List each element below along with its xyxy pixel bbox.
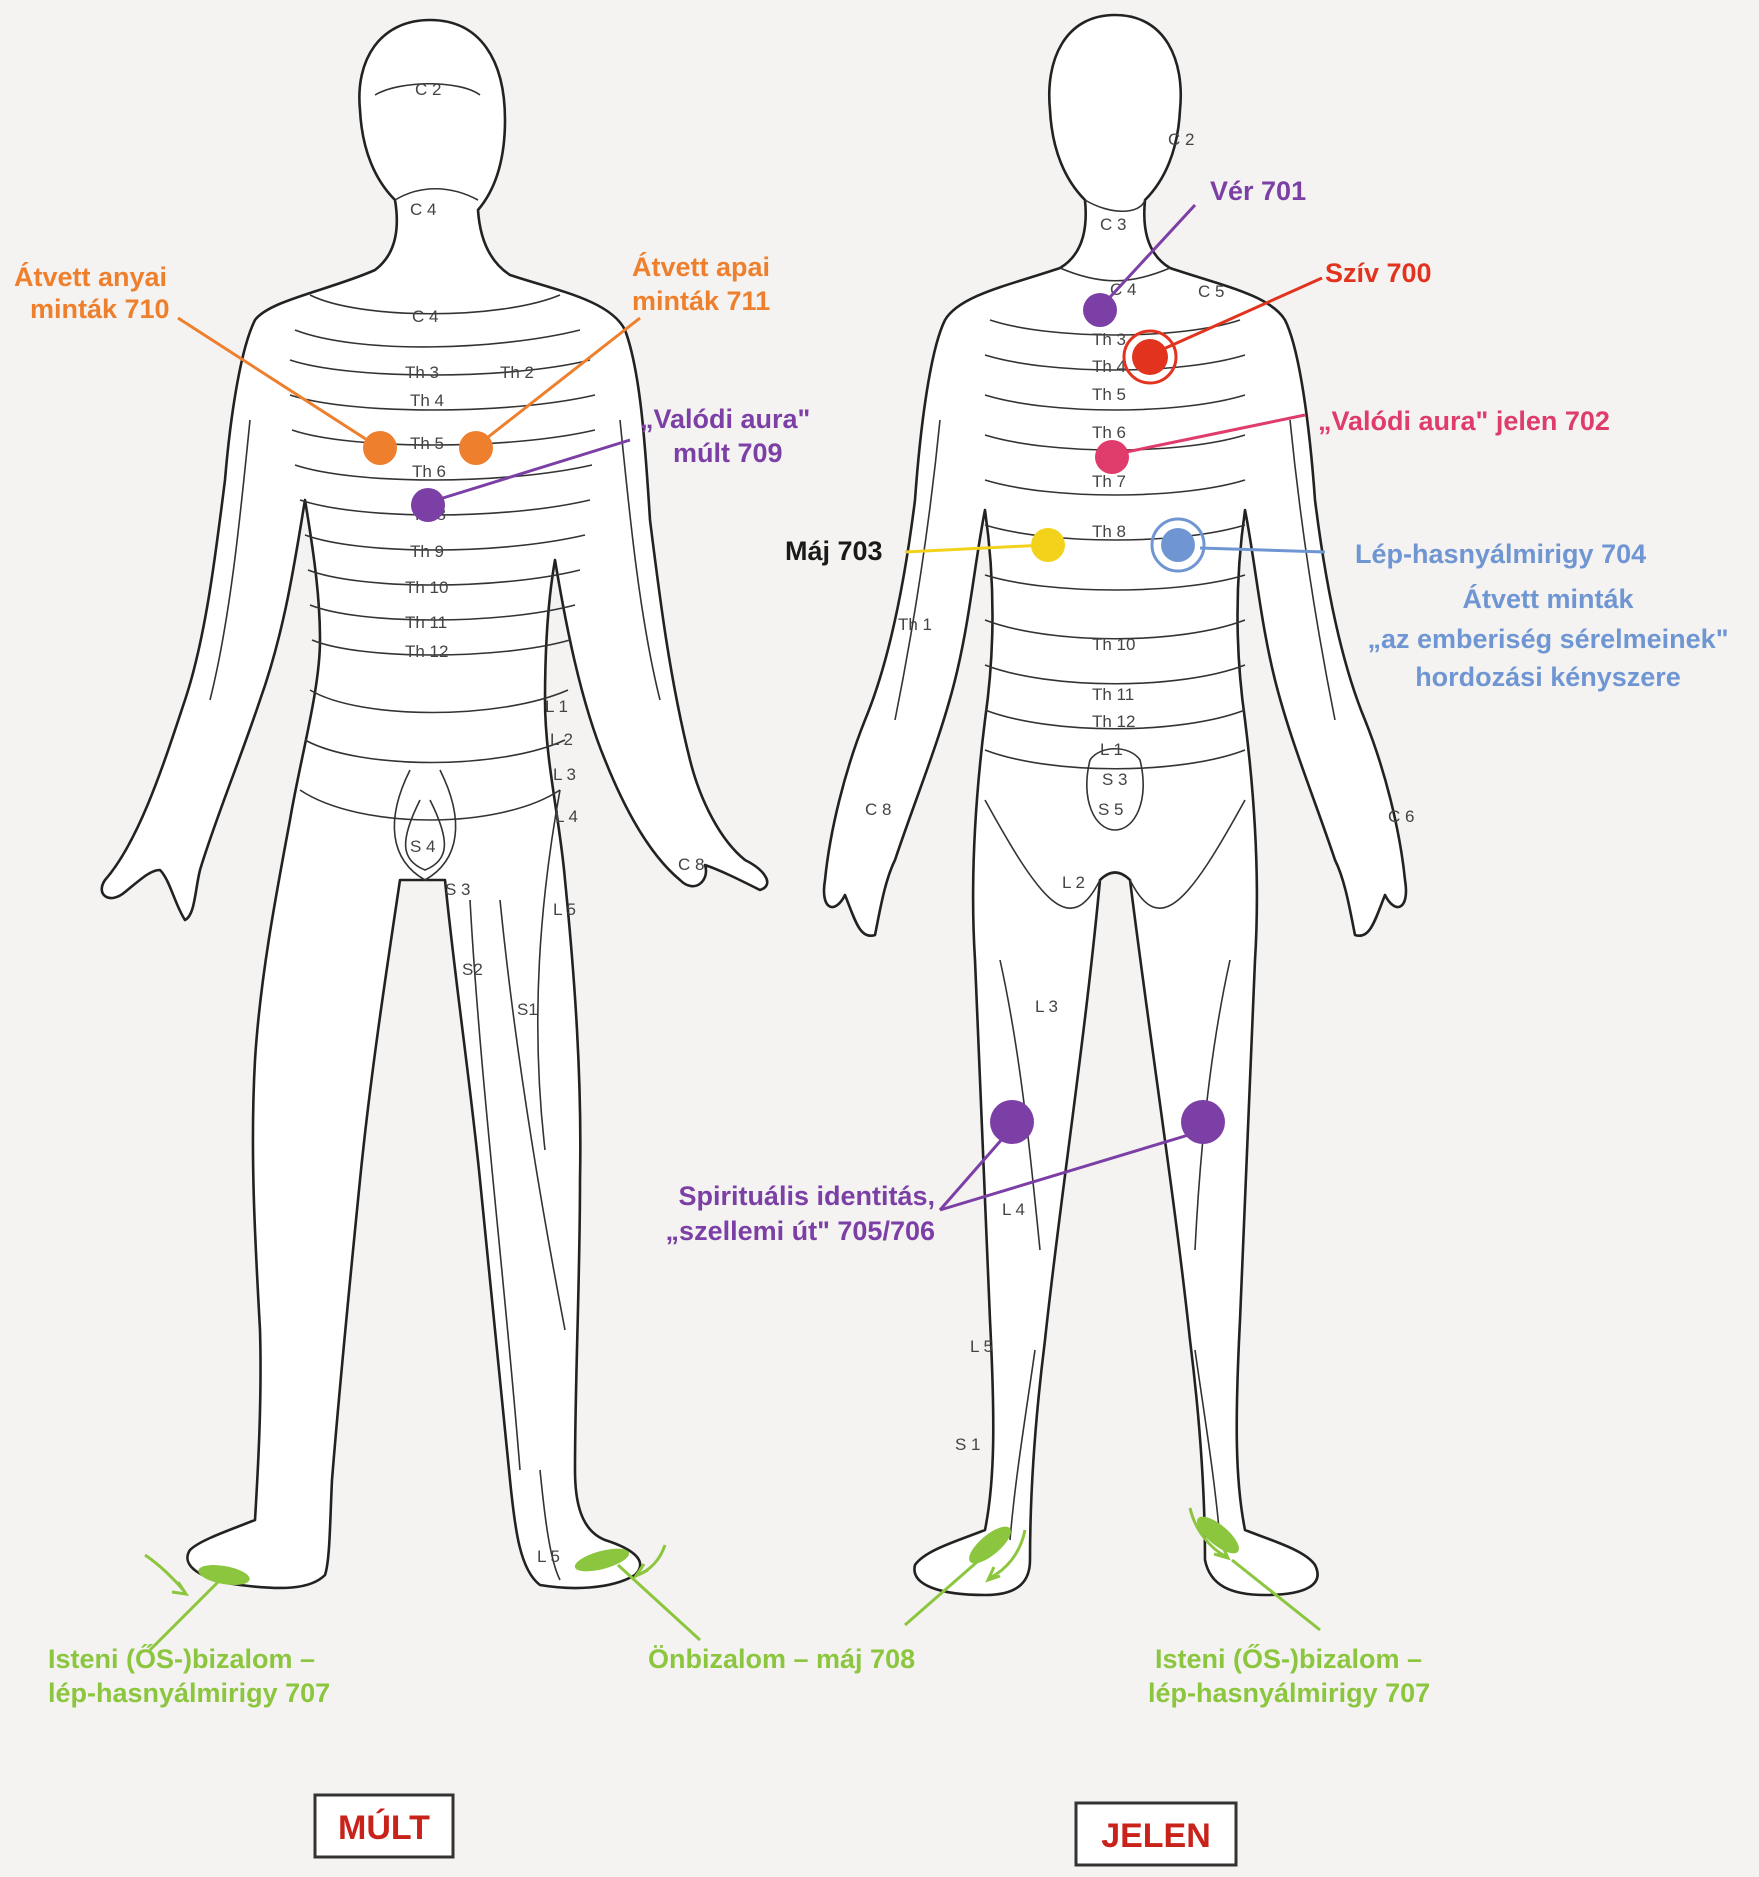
past-segment-label: S1 (517, 1000, 538, 1019)
label-isteni-right-line1: Isteni (ŐS-)bizalom – (1155, 1643, 1422, 1674)
past-segment-label: Th 2 (500, 363, 534, 382)
present-segment-label: Th 4 (1092, 357, 1126, 376)
label-ver: Vér 701 (1210, 176, 1306, 206)
point-spirit-706[interactable] (1181, 1100, 1225, 1144)
present-segment-label: L 2 (1062, 873, 1085, 892)
present-segment-label: Th 6 (1092, 423, 1126, 442)
past-segment-label: Th 9 (410, 542, 444, 561)
title-present: JELEN (1101, 1817, 1211, 1855)
label-maj: Máj 703 (785, 536, 883, 566)
past-segment-label: Th 11 (405, 613, 447, 632)
past-segment-label: Th 4 (410, 391, 444, 410)
label-onbizalom: Önbizalom – máj 708 (648, 1644, 915, 1674)
present-segment-label: C 8 (865, 800, 891, 819)
label-isteni-left-line2: lép-hasnyálmirigy 707 (48, 1678, 330, 1708)
present-segment-label: C 3 (1100, 215, 1126, 234)
present-segment-label: C 6 (1388, 807, 1414, 826)
past-segment-label: Th 6 (412, 462, 446, 481)
leader-spirit-2 (940, 1130, 1205, 1210)
title-past: MÚLT (338, 1809, 430, 1847)
point-lep-704[interactable] (1161, 528, 1195, 562)
past-segment-label: S 4 (410, 837, 436, 856)
title-past-box: MÚLT (315, 1795, 453, 1857)
past-segment-label: L 4 (555, 807, 578, 826)
label-aura-mult-line2: múlt 709 (673, 438, 783, 468)
label-aura-jelen: „Valódi aura" jelen 702 (1318, 406, 1610, 436)
leader-onbizalom (618, 1565, 700, 1640)
past-segment-label: Th 5 (410, 434, 444, 453)
past-segment-label: C 8 (678, 855, 704, 874)
point-apai-711[interactable] (459, 431, 493, 465)
present-segment-label: L 1 (1100, 740, 1123, 759)
label-isteni-left-line1: Isteni (ŐS-)bizalom – (48, 1643, 315, 1674)
past-segment-label: Th 10 (405, 578, 448, 597)
title-present-box: JELEN (1076, 1803, 1236, 1865)
label-isteni-right-line2: lép-hasnyálmirigy 707 (1148, 1678, 1430, 1708)
past-segment-label: L 3 (553, 765, 576, 784)
present-segment-label: S 5 (1098, 800, 1124, 819)
point-sziv-700[interactable] (1132, 339, 1168, 375)
point-ver-701[interactable] (1083, 293, 1117, 327)
past-segment-label: Th 12 (405, 642, 448, 661)
present-segment-label: L 3 (1035, 997, 1058, 1016)
present-segment-label: Th 10 (1092, 635, 1135, 654)
present-segment-label: C 2 (1168, 130, 1194, 149)
past-segment-label: L 1 (545, 697, 568, 716)
present-segment-label: L 5 (970, 1337, 993, 1356)
present-segment-label: Th 11 (1092, 685, 1134, 704)
label-atvett-line3: hordozási kényszere (1415, 662, 1681, 692)
label-lep: Lép-hasnyálmirigy 704 (1355, 539, 1646, 569)
present-segment-label: Th 7 (1092, 472, 1126, 491)
past-segment-label: L 5 (537, 1547, 560, 1566)
present-segment-label: L 4 (1002, 1200, 1025, 1219)
label-apai-line1: Átvett apai (632, 251, 770, 282)
present-segment-label: Th 1 (898, 615, 932, 634)
label-anyai-line2: minták 710 (30, 294, 170, 324)
point-anyai-710[interactable] (363, 431, 397, 465)
label-spirit-line2: „szellemi út" 705/706 (666, 1216, 935, 1246)
present-segment-label: Th 12 (1092, 712, 1135, 731)
past-segment-label: L 2 (550, 730, 573, 749)
label-aura-mult-line1: „Valódi aura" (640, 404, 810, 434)
past-segment-label: Th 3 (405, 363, 439, 382)
present-segment-label: Th 3 (1092, 330, 1126, 349)
past-segment-label: S2 (462, 960, 483, 979)
present-segment-label: S 1 (955, 1435, 981, 1454)
present-segment-label: C 5 (1198, 282, 1224, 301)
point-aura-jelen-702[interactable] (1095, 440, 1129, 474)
past-segment-label: C 4 (410, 200, 436, 219)
point-aura-mult-709[interactable] (411, 488, 445, 522)
past-segment-label: L 5 (553, 900, 576, 919)
label-apai-line2: minták 711 (632, 286, 770, 316)
label-atvett-line2: „az emberiség sérelmeinek" (1368, 624, 1729, 654)
label-sziv: Szív 700 (1325, 258, 1432, 288)
label-anyai-line1: Átvett anyai (14, 261, 167, 292)
present-segment-label: Th 5 (1092, 385, 1126, 404)
label-atvett-line1: Átvett minták (1462, 583, 1634, 614)
label-spirit-line1: Spirituális identitás, (678, 1181, 935, 1211)
past-segment-label: C 4 (412, 307, 438, 326)
present-segment-label: S 3 (1102, 770, 1128, 789)
past-segment-label: C 2 (415, 80, 441, 99)
point-spirit-705[interactable] (990, 1100, 1034, 1144)
present-segment-label: Th 8 (1092, 522, 1126, 541)
point-maj-703[interactable] (1031, 528, 1065, 562)
past-segment-label: S 3 (445, 880, 471, 899)
